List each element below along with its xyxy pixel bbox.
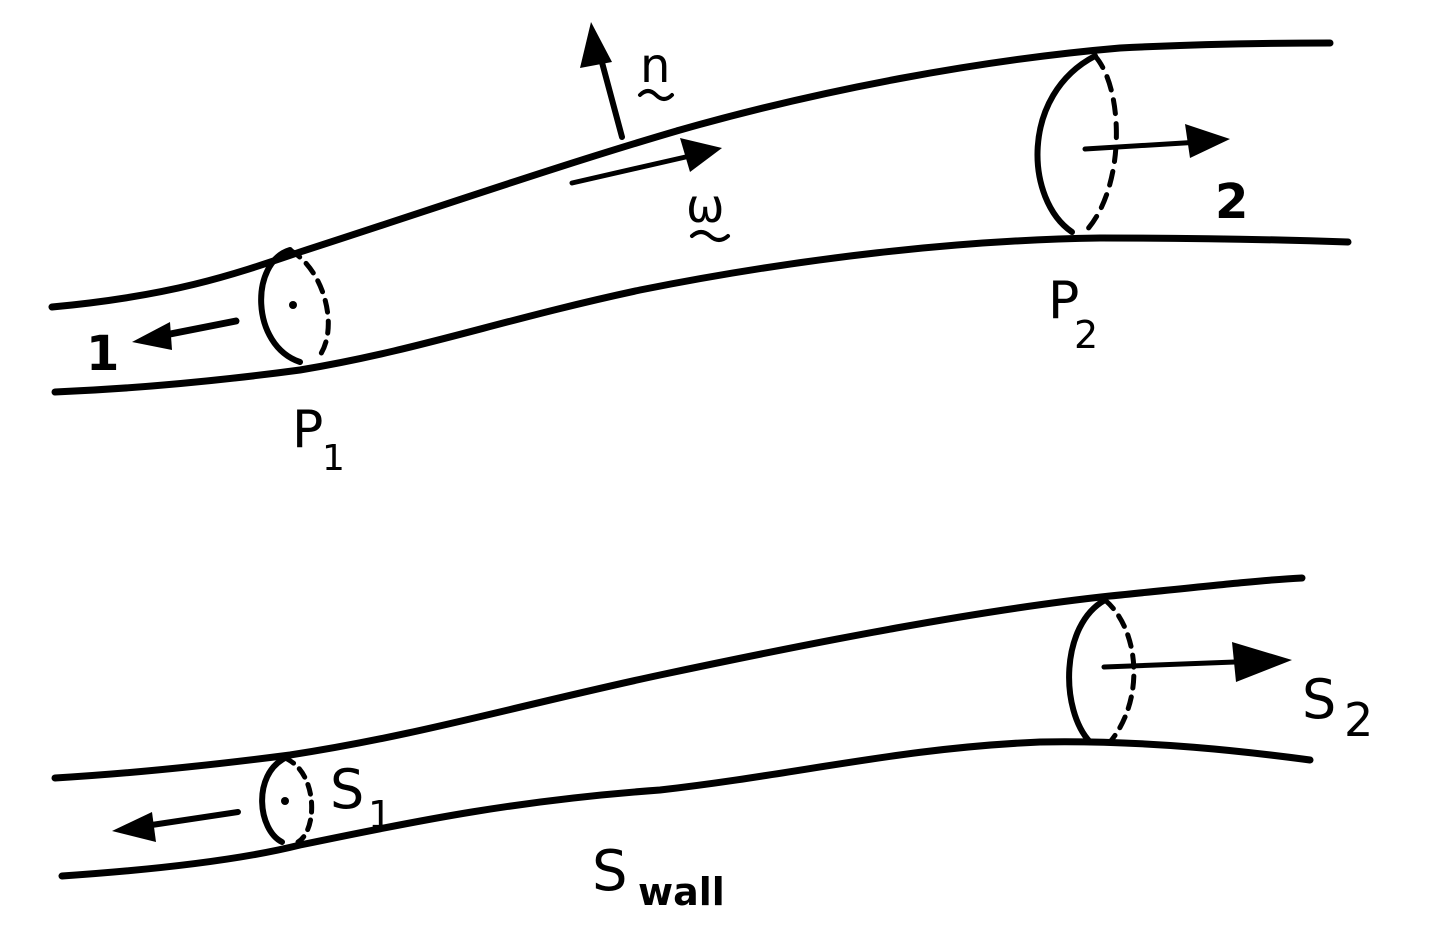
arrow-to-s2-end: [1101, 642, 1292, 682]
section-2-point-subscript: 2: [1074, 313, 1098, 357]
section-1-point-subscript: 1: [322, 438, 345, 479]
end-1-label: 1: [86, 326, 119, 382]
section-1-point-letter: P: [292, 400, 323, 460]
section-2-point-letter: P: [1048, 271, 1079, 331]
section-1-point-label: P 1: [292, 400, 345, 479]
s1-subscript: 1: [368, 793, 392, 837]
s1-center-dot: [281, 797, 289, 805]
section-1-center-dot: [289, 301, 297, 309]
wall-subscript: wall: [638, 870, 725, 914]
normal-vector-label: n: [640, 38, 670, 94]
lower-tube: S 1 S 2 S wall: [51, 574, 1373, 914]
arrow-to-end-2: [1082, 124, 1230, 158]
tangent-vector-arrow: [569, 138, 722, 186]
normal-vector-arrow: [580, 22, 625, 140]
upper-tube-bottom-wall: [51, 234, 1352, 396]
s2-subscript: 2: [1344, 693, 1373, 747]
tangent-vector-tilde: [690, 230, 730, 242]
section-2-back-arc: [1082, 53, 1119, 235]
s1-back-arc: [282, 755, 315, 845]
s1-front-arc: [259, 755, 288, 845]
wall-label: S wall: [592, 839, 725, 914]
lower-tube-bottom-wall: [58, 738, 1314, 880]
arrow-to-end-1: [132, 317, 240, 350]
section-2-point-label: P 2: [1048, 271, 1098, 357]
section-1-front-arc: [258, 247, 303, 365]
lower-tube-top-wall: [51, 574, 1306, 782]
s2-front-arc: [1066, 597, 1108, 745]
upper-tube: n ω 1 2 P 1 P 2: [48, 22, 1352, 479]
normal-vector-tilde: [638, 89, 674, 101]
end-2-label: 2: [1215, 174, 1248, 230]
wall-letter: S: [592, 839, 628, 904]
arrow-to-s1-end: [112, 809, 241, 842]
s2-letter: S: [1302, 668, 1336, 731]
s2-back-arc: [1102, 597, 1137, 745]
tangent-vector-label: ω: [686, 179, 725, 233]
upper-tube-top-wall: [48, 39, 1334, 311]
section-2-front-arc: [1034, 53, 1098, 235]
s1-letter: S: [330, 758, 364, 821]
section-1-back-arc: [287, 247, 331, 361]
s1-label: S 1: [330, 758, 392, 837]
s2-label: S 2: [1302, 668, 1373, 747]
